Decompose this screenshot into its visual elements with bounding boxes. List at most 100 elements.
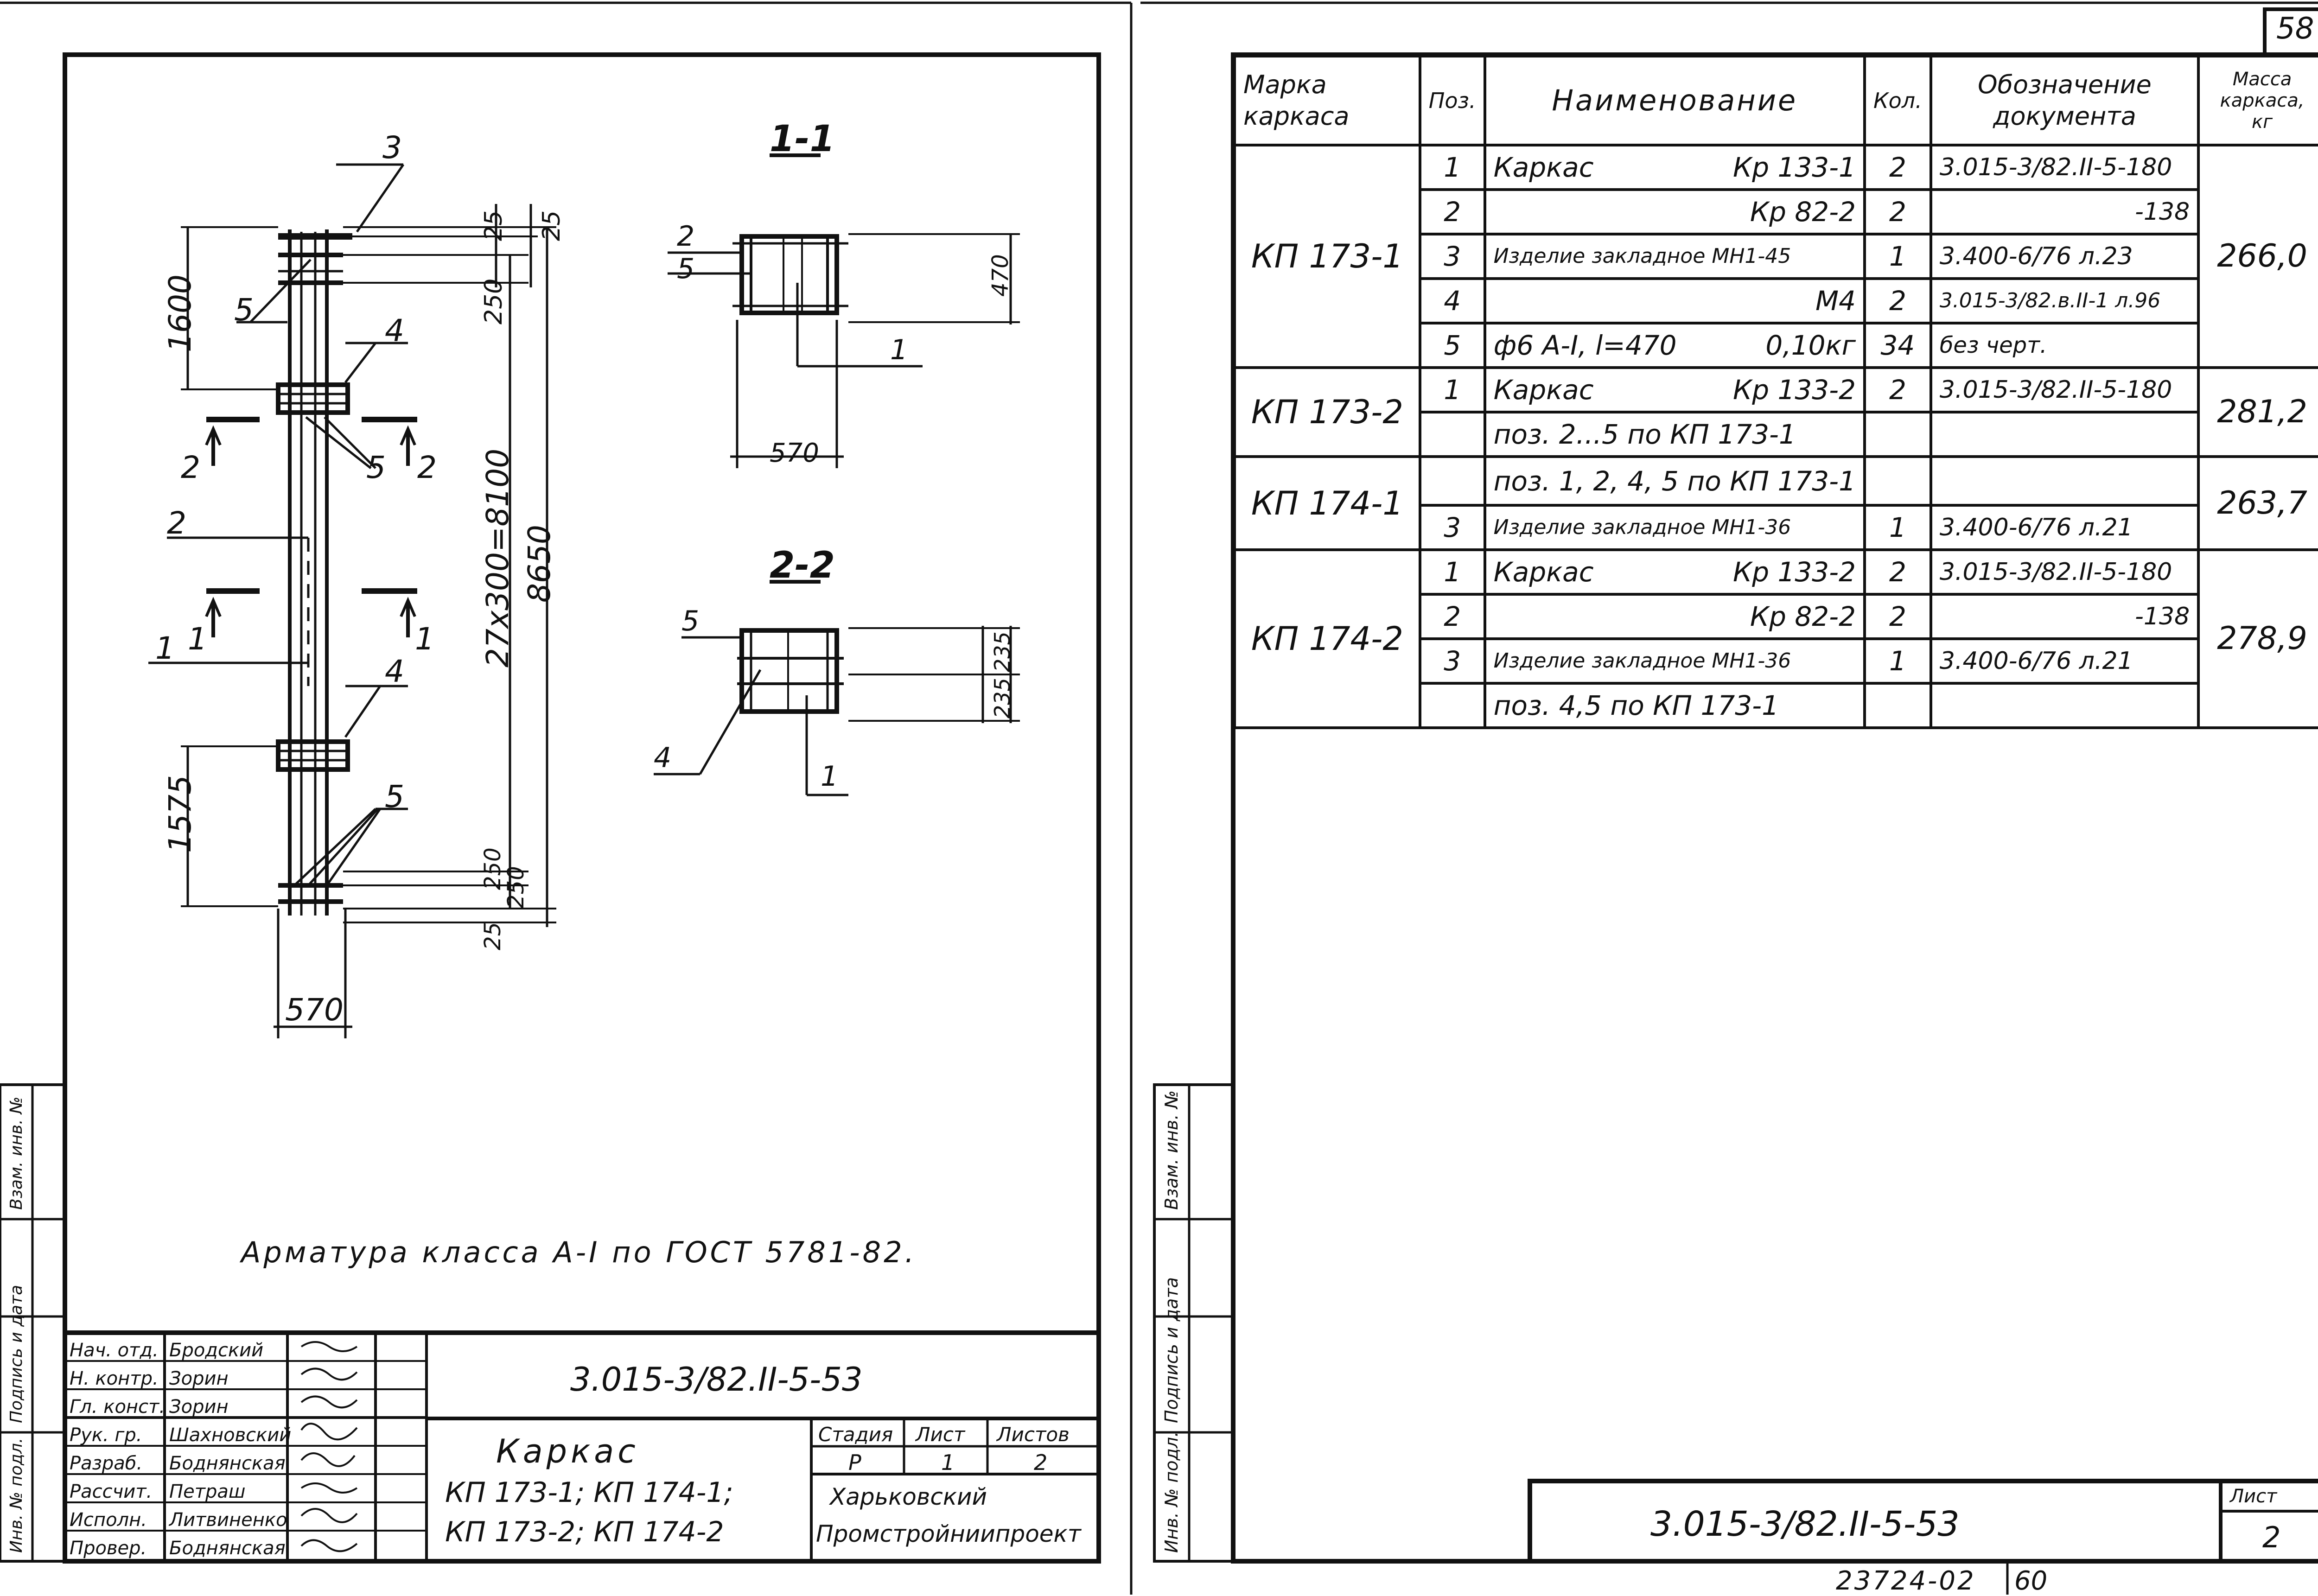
- name-4: Боднянская: [169, 1453, 286, 1474]
- dim-570-elevation: 570: [285, 992, 344, 1028]
- row-pos: [1418, 411, 1486, 458]
- header-mass-line1: Масса: [2232, 69, 2292, 90]
- row-qty: [1863, 411, 1932, 458]
- stage-value: Р: [848, 1450, 861, 1475]
- row-name-secondary: М4: [1815, 285, 1856, 317]
- role-5: Рассчит.: [70, 1481, 153, 1502]
- sec1-callout-5: 5: [677, 253, 695, 285]
- header-mass-line2: каркаса,: [2220, 90, 2305, 111]
- row-pos: 5: [1418, 322, 1486, 369]
- row-qty: 1: [1863, 233, 1932, 280]
- row-name: поз. 1, 2, 4, 5 по КП 173-1: [1483, 455, 1866, 507]
- row-name-secondary: Кр 133-2: [1733, 374, 1856, 406]
- row-name-main: Каркас: [1493, 374, 1594, 406]
- callout-2: 2: [167, 505, 186, 541]
- right-sheet-value: 2: [2262, 1520, 2281, 1554]
- mark-kp174-2: КП 174-2: [1233, 548, 1421, 729]
- header-name: Наименование: [1483, 55, 1866, 146]
- row-doc: 3.400-6/76 л.23: [1929, 233, 2200, 280]
- sheet-value: 1: [941, 1450, 955, 1475]
- row-name: Изделие закладное МН1-36: [1483, 637, 1866, 685]
- role-4: Разраб.: [70, 1453, 143, 1474]
- mass-kp173-1: 266,0: [2197, 144, 2318, 369]
- header-doc-line1: Обозначение: [1978, 70, 2152, 99]
- org-line2: Промстройниипроект: [816, 1520, 1081, 1547]
- row-doc: 3.015-3/82.II-5-180: [1929, 366, 2200, 413]
- table-row: 4 М4 2 3.015-3/82.в.II-1 л.96: [1235, 277, 2318, 324]
- callout-3: 3: [382, 130, 402, 165]
- callout-4-upper: 4: [385, 313, 404, 349]
- row-qty: 1: [1863, 637, 1932, 685]
- name-3: Шахновский: [169, 1424, 292, 1446]
- row-name: М4: [1483, 277, 1866, 324]
- row-doc: [1929, 682, 2200, 729]
- section-mark-1-right: 1: [415, 621, 434, 657]
- row-name: поз. 4,5 по КП 173-1: [1483, 682, 1866, 729]
- right-sheet-label: Лист: [2230, 1486, 2277, 1507]
- row-pos: 4: [1418, 277, 1486, 324]
- row-pos: 3: [1418, 504, 1486, 551]
- row-name-secondary: Кр 133-1: [1733, 152, 1856, 183]
- section-mark-2-left: 2: [181, 450, 200, 485]
- row-name-secondary: 0,10кг: [1765, 330, 1856, 361]
- row-qty: 2: [1863, 548, 1932, 596]
- row-pos: 1: [1418, 548, 1486, 596]
- mark-kp173-1: КП 173-1: [1233, 144, 1421, 369]
- row-name-secondary: Кр 82-2: [1750, 601, 1856, 632]
- row-name-main: ф6 A-I, l=470: [1493, 330, 1677, 361]
- row-doc: 3.015-3/82.II-5-180: [1929, 548, 2200, 596]
- row-name-secondary: Кр 133-2: [1733, 556, 1856, 588]
- section-2-2-title: 2-2: [770, 545, 835, 586]
- header-doc-line2: документа: [1993, 102, 2136, 131]
- drawing-subtitle-line2: КП 173-2; КП 174-2: [445, 1516, 724, 1548]
- row-name: Кр 82-2: [1483, 593, 1866, 640]
- section-1-1-title: 1-1: [770, 118, 835, 160]
- row-name: поз. 2...5 по КП 173-1: [1483, 411, 1866, 458]
- sheet-header: Лист: [916, 1423, 965, 1446]
- sheets-header: Листов: [997, 1423, 1070, 1446]
- left-doc-code: 3.015-3/82.II-5-53: [570, 1361, 863, 1399]
- table-row: 3 Изделие закладное МН1-36 1 3.400-6/76 …: [1235, 637, 2318, 685]
- row-qty: 2: [1863, 593, 1932, 640]
- mark-kp174-1: КП 174-1: [1233, 455, 1421, 551]
- row-doc: -138: [1929, 593, 2200, 640]
- name-2: Зорин: [169, 1396, 229, 1418]
- row-name: Изделие закладное МН1-36: [1483, 504, 1866, 551]
- row-qty: [1863, 455, 1932, 507]
- row-doc: 3.400-6/76 л.21: [1929, 637, 2200, 685]
- row-doc: 3.015-3/82.в.II-1 л.96: [1929, 277, 2200, 324]
- callout-5-top: 5: [234, 292, 254, 328]
- role-1: Н. контр.: [70, 1368, 159, 1389]
- header-doc: Обозначение документа: [1929, 55, 2200, 146]
- row-qty: 2: [1863, 188, 1932, 235]
- table-row: 2 Кр 82-2 2 -138: [1235, 593, 2318, 640]
- callout-5-bottom: 5: [385, 779, 404, 814]
- role-0: Нач. отд.: [70, 1340, 159, 1361]
- header-mass-line3: кг: [2251, 111, 2273, 133]
- table-row: 2 Кр 82-2 2 -138: [1235, 188, 2318, 235]
- row-pos: 3: [1418, 637, 1486, 685]
- name-0: Бродский: [169, 1340, 264, 1361]
- name-7: Боднянская: [169, 1538, 286, 1559]
- role-3: Рук. гр.: [70, 1424, 142, 1446]
- row-qty: 34: [1863, 322, 1932, 369]
- bottom-code: 23724-02: [1836, 1566, 1976, 1596]
- role-6: Исполн.: [70, 1509, 147, 1531]
- section-mark-2-right: 2: [417, 450, 437, 485]
- row-qty: 2: [1863, 144, 1932, 191]
- row-pos: [1418, 682, 1486, 729]
- row-name-main: Изделие закладное МН1-45: [1493, 244, 1791, 268]
- right-doc-code: 3.015-3/82.II-5-53: [1650, 1504, 1960, 1544]
- right-margin-signature-date: Подпись и дата: [1161, 1277, 1182, 1423]
- row-qty: 2: [1863, 277, 1932, 324]
- sec1-dim-570: 570: [770, 438, 819, 468]
- role-7: Провер.: [70, 1538, 147, 1559]
